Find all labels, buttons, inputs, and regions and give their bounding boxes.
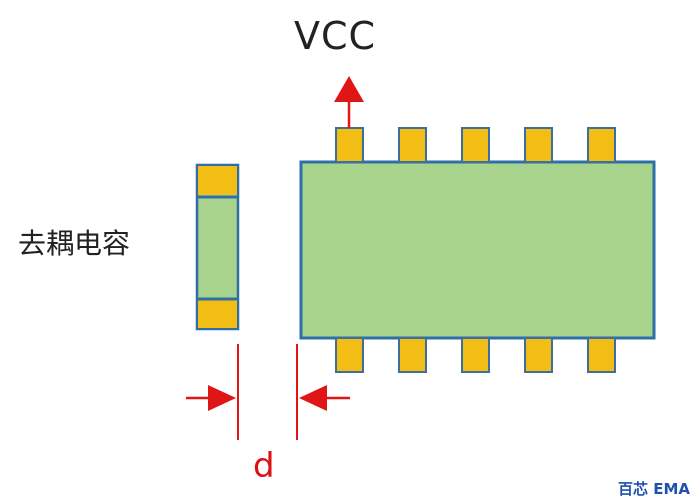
decoupling-capacitor-label: 去耦电容 [18, 227, 131, 260]
ic-bottom-pin-2 [398, 337, 427, 373]
ic-top-pin-3 [461, 127, 490, 163]
vcc-label: VCC [294, 14, 377, 58]
watermark-logo: 百芯 EMA [618, 480, 691, 498]
ic-top-pin-4 [524, 127, 553, 163]
vcc-arrow-head [334, 76, 364, 102]
capacitor-top-pad [198, 166, 237, 195]
dimension-left-arrow-head [208, 385, 236, 411]
ic-top-pin-2 [398, 127, 427, 163]
ic-bottom-pin-1 [335, 337, 364, 373]
vcc-arrow [334, 76, 364, 128]
ic-top-pin-1 [335, 127, 364, 163]
ic-bottom-pin-3 [461, 337, 490, 373]
ic-chip-body [299, 160, 656, 340]
decoupling-capacitor [195, 163, 240, 331]
capacitor-bottom-pad [198, 300, 237, 328]
dimension-right-arrow-head [299, 385, 327, 411]
distance-label: d [253, 446, 275, 486]
ic-bottom-pins [335, 337, 616, 373]
ic-top-pin-5 [587, 127, 616, 163]
distance-dimension [186, 344, 350, 440]
ic-bottom-pin-4 [524, 337, 553, 373]
ic-top-pins [335, 127, 616, 163]
ic-bottom-pin-5 [587, 337, 616, 373]
